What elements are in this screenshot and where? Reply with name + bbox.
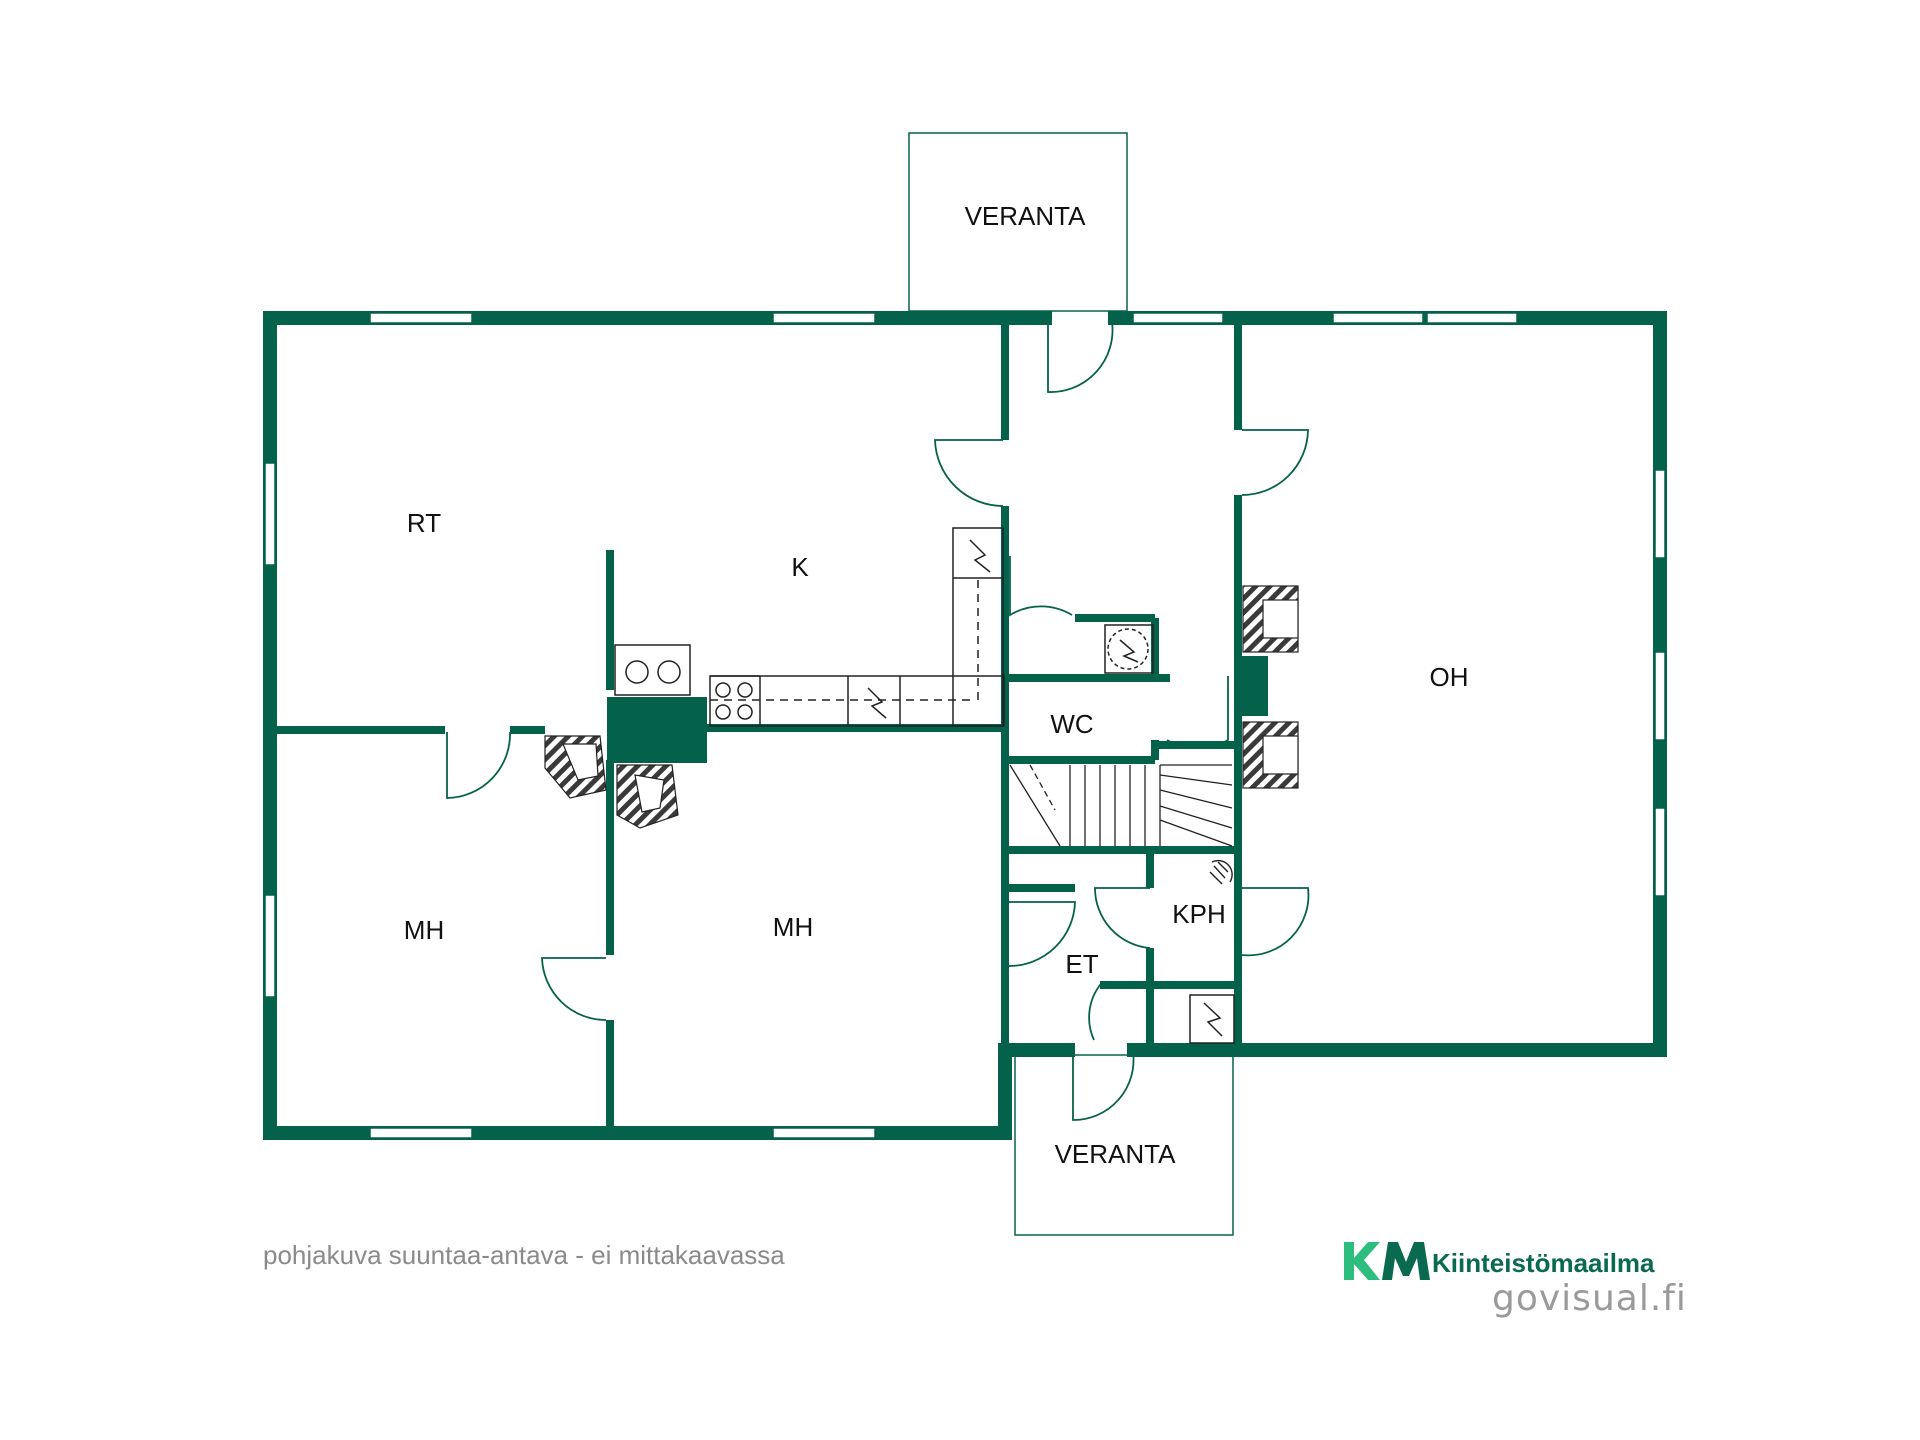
lightning-icon — [867, 539, 1235, 1044]
stove-icon — [614, 644, 753, 720]
km-logo-icon — [1344, 1242, 1430, 1280]
label-k: K — [791, 552, 809, 582]
label-oh: OH — [1430, 662, 1469, 692]
windows — [264, 312, 1666, 1139]
label-wc: WC — [1050, 709, 1093, 739]
stairs — [1009, 764, 1233, 847]
disclaimer-note: pohjakuva suuntaa-antava - ei mittakaava… — [263, 1240, 785, 1270]
shower-icon — [1209, 859, 1233, 885]
brand-name: Kiinteistömaailma — [1432, 1248, 1655, 1278]
door-swings — [446, 321, 1310, 1121]
label-et: ET — [1065, 949, 1098, 979]
fireplace-icon — [544, 585, 1299, 829]
website-link[interactable]: govisual.fi — [1492, 1278, 1687, 1319]
chimney-blocks — [607, 656, 1268, 763]
kitchen-counter — [709, 527, 1005, 727]
label-mh-left: MH — [404, 915, 444, 945]
veranta-bottom-area — [1014, 1054, 1234, 1236]
label-veranta-top: VERANTA — [965, 201, 1087, 231]
label-rt: RT — [407, 508, 441, 538]
interior-walls — [274, 322, 1242, 1130]
label-mh-center: MH — [773, 912, 813, 942]
label-kph: KPH — [1172, 899, 1225, 929]
label-veranta-bottom: VERANTA — [1055, 1139, 1177, 1169]
